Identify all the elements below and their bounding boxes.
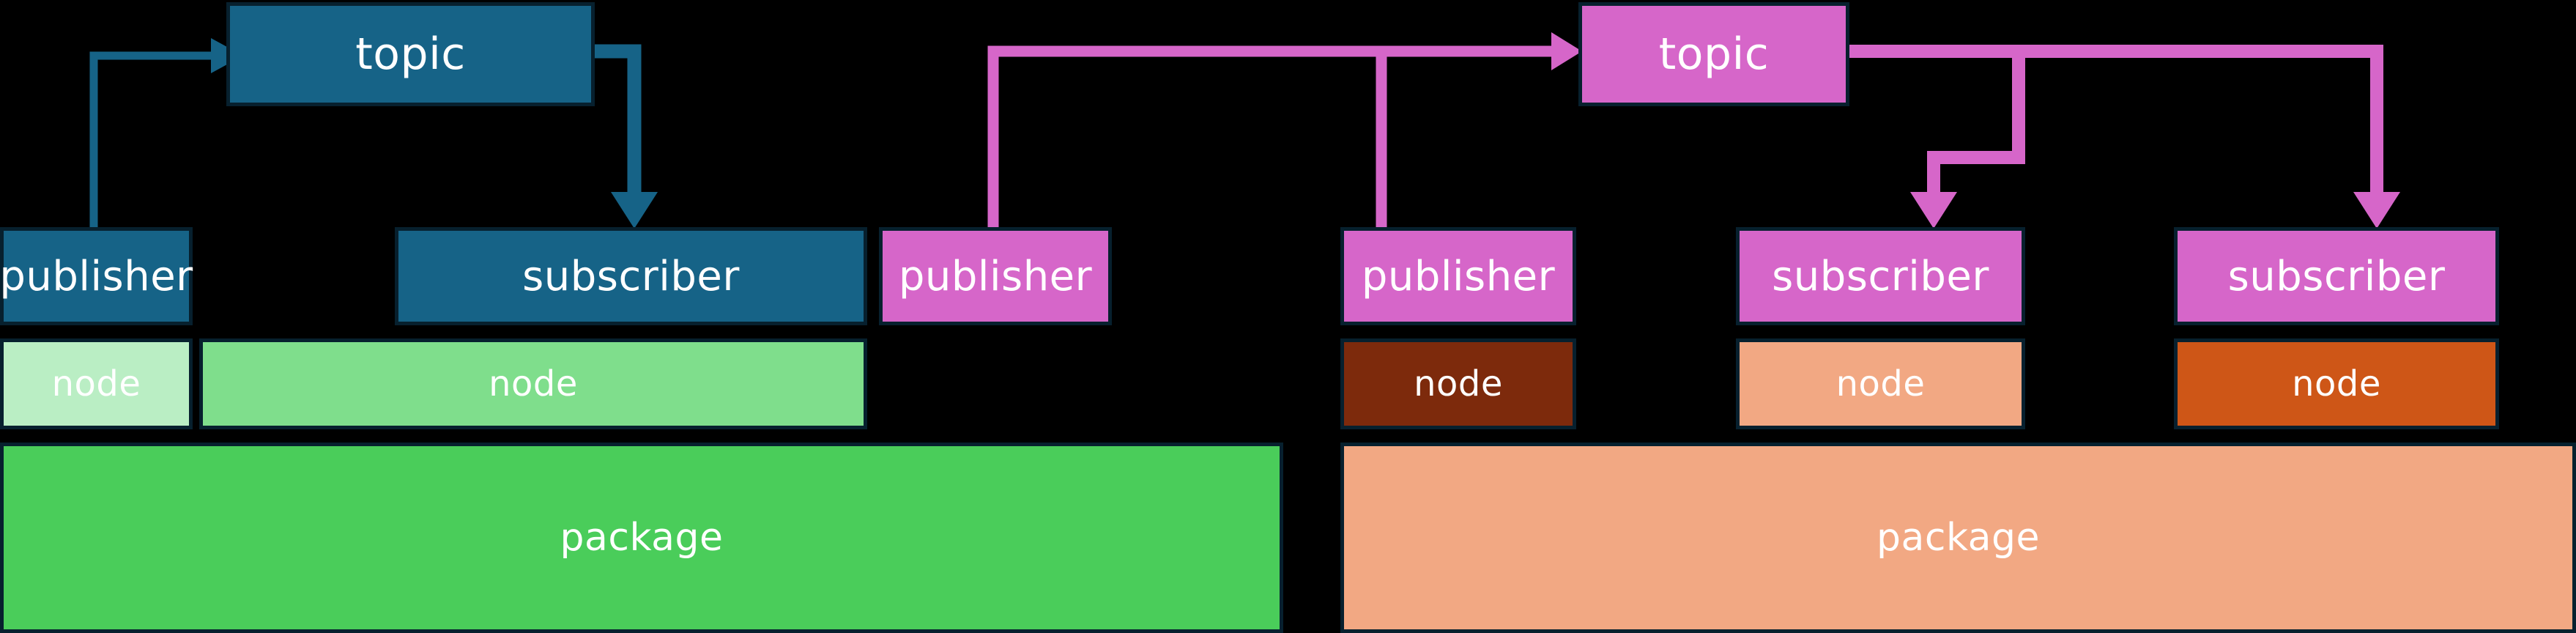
topic-blue-label: topic <box>355 29 466 80</box>
subscriber-1-box[interactable]: subscriber <box>395 227 867 325</box>
package-2-box[interactable]: package <box>1340 443 2576 633</box>
node-1-label: node <box>51 363 141 404</box>
publisher-1-box[interactable]: publisher <box>0 227 193 325</box>
package-1-label: package <box>560 516 724 560</box>
node-3-label: node <box>1414 363 1503 404</box>
package-2-label: package <box>1876 516 2041 560</box>
publisher-3-box[interactable]: publisher <box>1340 227 1576 325</box>
arrow-topic-blue-to-subscriber1 <box>595 44 658 229</box>
publisher-2-box[interactable]: publisher <box>879 227 1112 325</box>
arrow-topic-pink-to-subscriber2 <box>1847 45 2025 229</box>
node-1-box[interactable]: node <box>0 338 193 429</box>
topic-blue-box[interactable]: topic <box>226 2 595 106</box>
publisher-2-label: publisher <box>898 252 1093 300</box>
subscriber-2-box[interactable]: subscriber <box>1736 227 2025 325</box>
node-4-box[interactable]: node <box>1736 338 2025 429</box>
subscriber-2-label: subscriber <box>1772 252 1989 300</box>
publisher-3-label: publisher <box>1361 252 1556 300</box>
topic-pink-label: topic <box>1658 29 1770 80</box>
node-4-label: node <box>1836 363 1926 404</box>
arrow-publisher2-to-topic-pink <box>987 32 1582 229</box>
subscriber-3-box[interactable]: subscriber <box>2174 227 2499 325</box>
node-2-label: node <box>489 363 578 404</box>
subscriber-3-label: subscriber <box>2227 252 2446 300</box>
topic-pink-box[interactable]: topic <box>1578 2 1849 106</box>
node-3-box[interactable]: node <box>1340 338 1576 429</box>
node-2-box[interactable]: node <box>199 338 867 429</box>
node-5-box[interactable]: node <box>2174 338 2499 429</box>
package-1-box[interactable]: package <box>0 443 1283 633</box>
node-5-label: node <box>2292 363 2381 404</box>
subscriber-1-label: subscriber <box>522 252 740 300</box>
publisher-1-label: publisher <box>0 252 193 300</box>
arrow-topic-pink-to-subscriber3 <box>1847 45 2400 229</box>
arrow-publisher1-to-topic-blue <box>89 38 243 229</box>
